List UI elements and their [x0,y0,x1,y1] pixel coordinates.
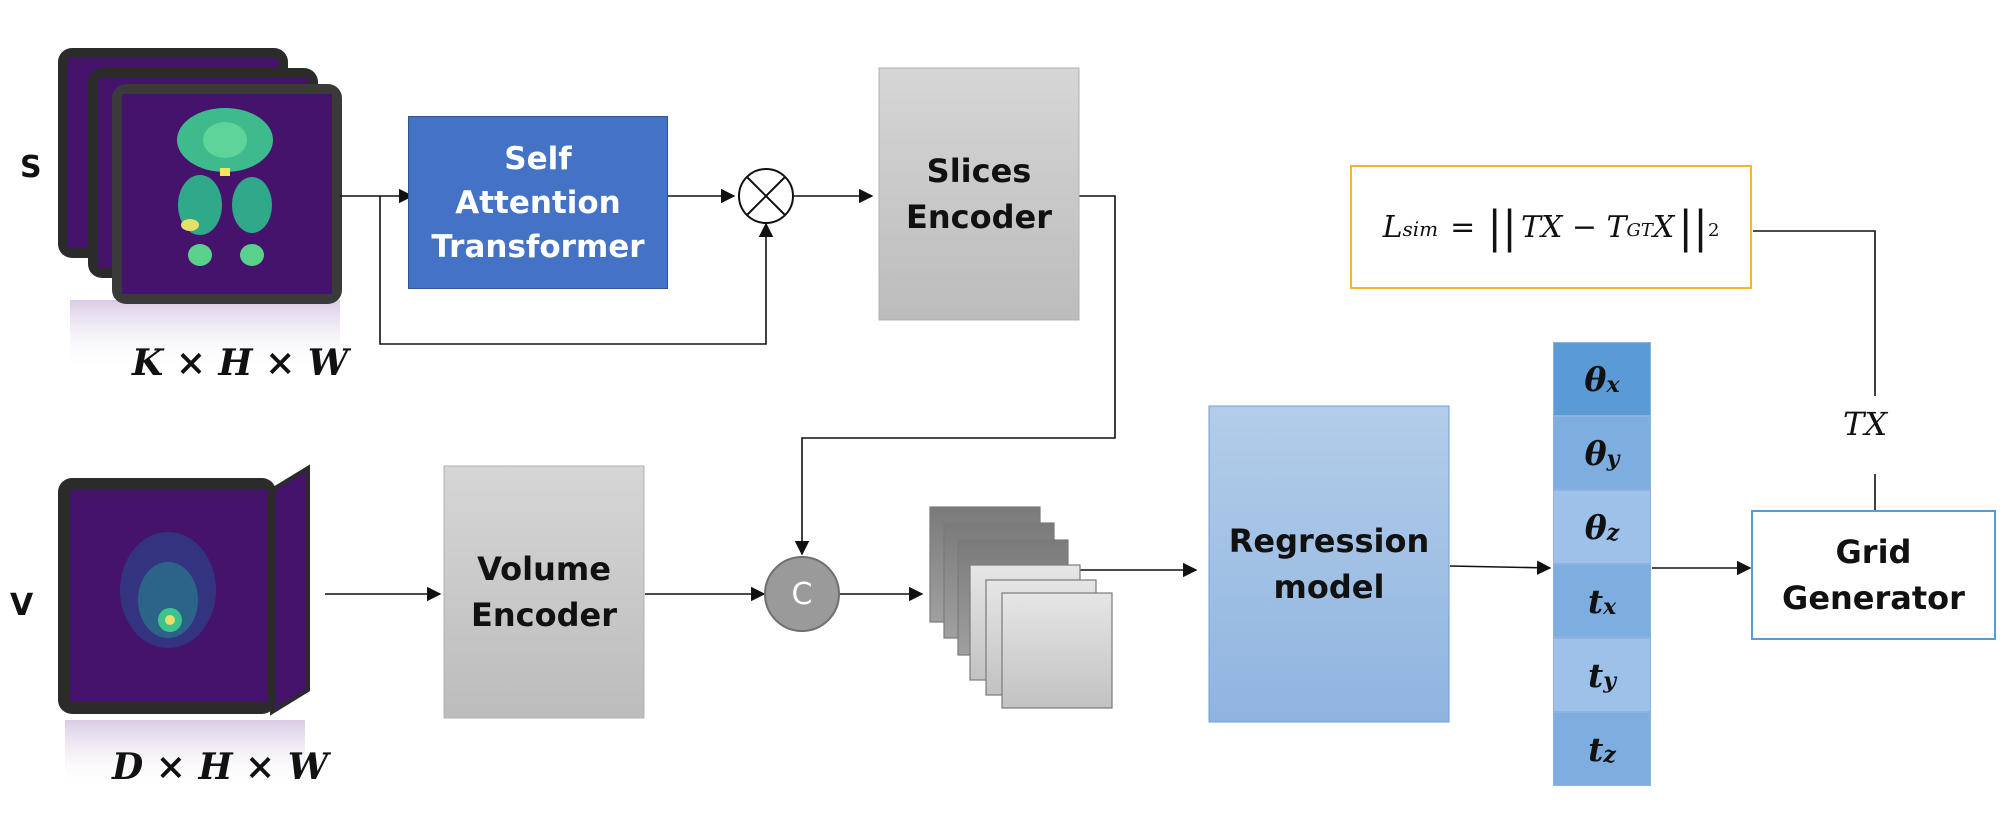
connections [325,188,1876,602]
slices-encoder: Slices Encoder [879,68,1079,320]
loss-gt-superscript: GT [1626,219,1653,241]
loss-body: TX − T [1520,209,1627,245]
self-attention-transformer: Self Attention Transformer [408,116,668,289]
slices-dimensions: K × H × W [132,342,349,384]
volume-encoder-label: Volume Encoder [471,550,617,634]
volume-dimensions: D × H × W [112,746,329,788]
grid-generator-label: Grid Generator [1782,533,1965,617]
volume-encoder: Volume Encoder [444,466,644,718]
slices-encoder-fill [878,67,1080,321]
loss-symbol: L [1382,209,1403,245]
volume-cube [58,464,310,790]
feature-maps [929,506,1113,709]
regression-label: Regression model [1228,522,1430,606]
concat-node-circle [764,556,840,632]
concat-label: C [791,576,813,612]
loss-subscript: sim [1402,216,1439,241]
slices-stack [58,48,342,370]
regression-model: Regression model [1209,406,1449,722]
volume-input-label: V [10,588,34,623]
volume-encoder-fill [443,465,645,719]
slices-encoder-label: Slices Encoder [906,152,1052,236]
grid-generator: Grid Generator [1751,510,1996,640]
loss-equals: = [1450,209,1476,245]
concat-node: C [765,557,839,631]
regression-fill [1208,405,1450,723]
loss-square: 2 [1707,219,1720,241]
loss-x: X [1652,209,1675,245]
slices-input-label: S [20,150,42,185]
multiply-node [738,168,794,224]
self-attention-label: Self Attention Transformer [431,140,645,265]
tx-label: TX [1843,405,1888,443]
